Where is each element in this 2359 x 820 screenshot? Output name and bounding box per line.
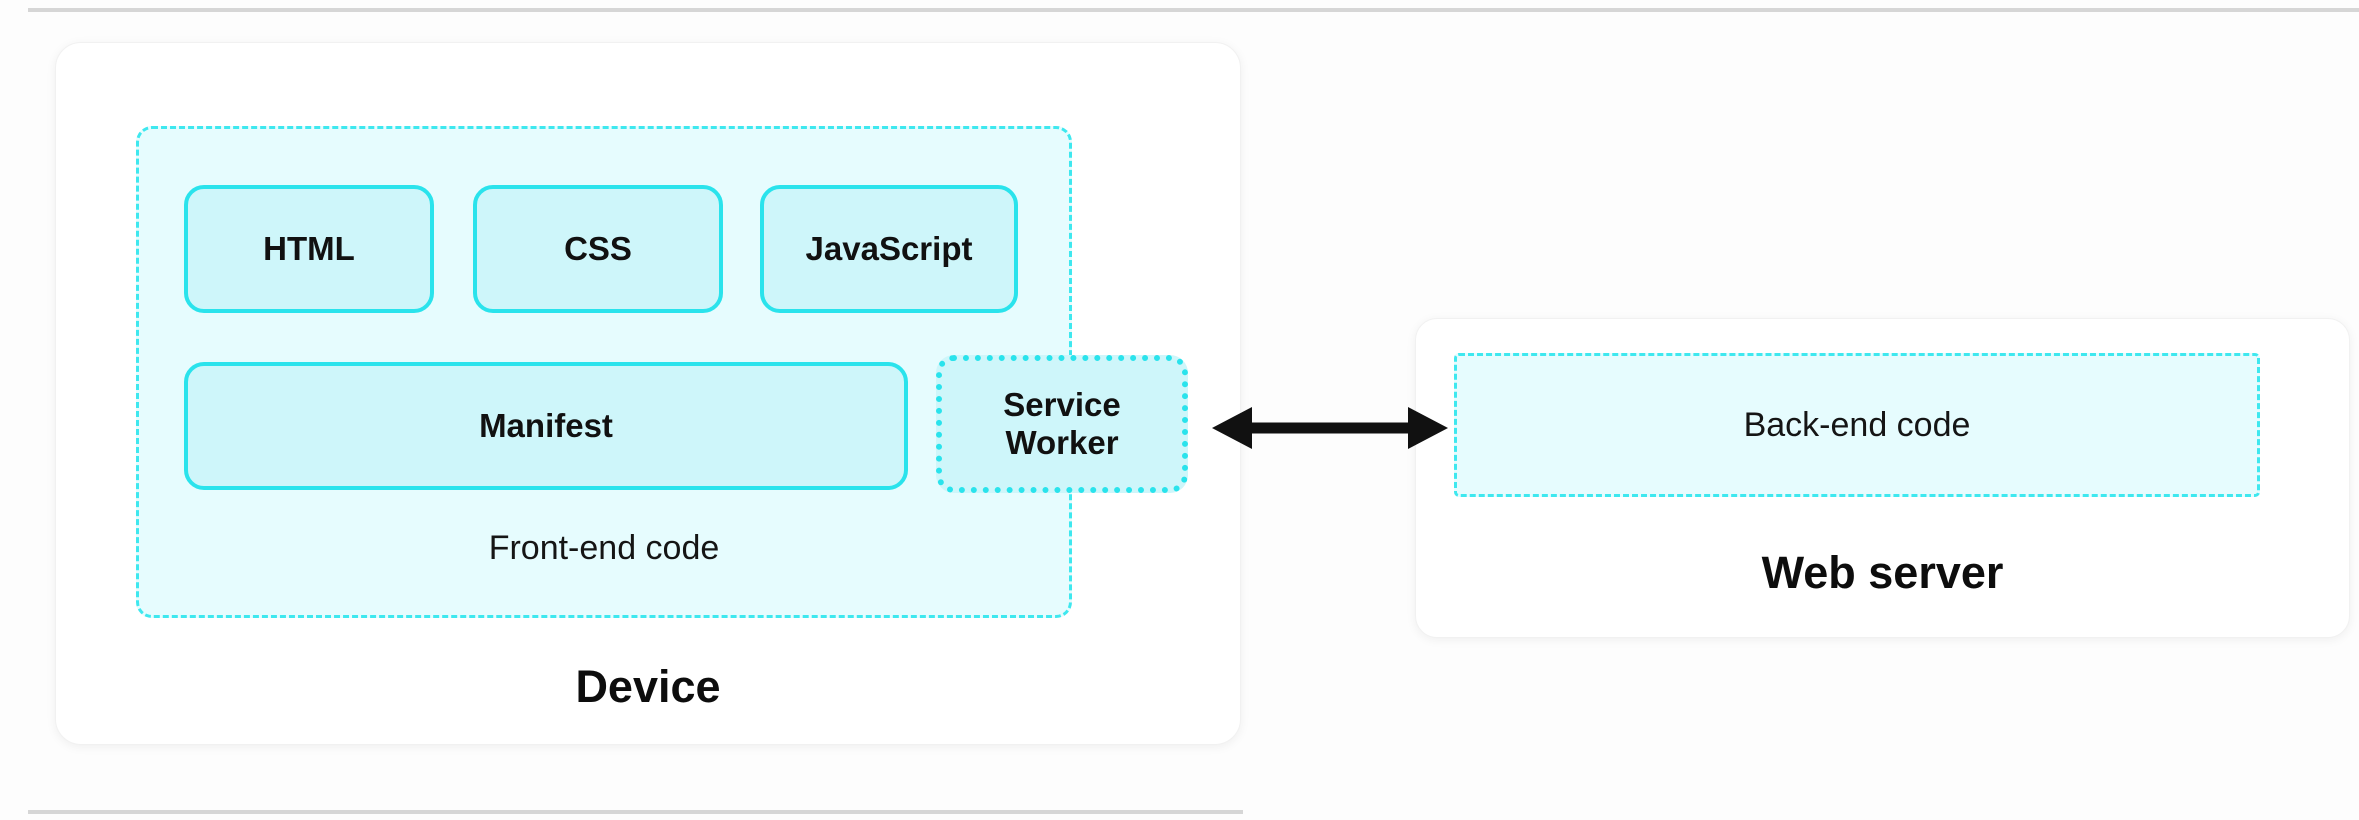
javascript-block-label: JavaScript xyxy=(805,230,973,268)
top-border-line xyxy=(28,8,2359,12)
javascript-block: JavaScript xyxy=(760,185,1018,313)
service-worker-block: Service Worker xyxy=(936,355,1188,493)
service-worker-block-label: Service Worker xyxy=(1003,386,1121,461)
backend-code-block: Back-end code xyxy=(1454,353,2260,497)
css-block: CSS xyxy=(473,185,723,313)
bottom-border-line xyxy=(28,810,1243,814)
manifest-block: Manifest xyxy=(184,362,908,490)
device-panel: HTML CSS JavaScript Manifest Front-end c… xyxy=(55,42,1241,745)
backend-code-label: Back-end code xyxy=(1743,405,1971,444)
device-server-connection xyxy=(1212,396,1448,460)
web-server-label: Web server xyxy=(1761,547,2004,598)
html-block-label: HTML xyxy=(263,230,355,268)
frontend-code-label: Front-end code xyxy=(488,529,720,567)
double-arrow-icon xyxy=(1212,407,1448,449)
css-block-label: CSS xyxy=(564,230,632,268)
frontend-code-group: HTML CSS JavaScript Manifest Front-end c… xyxy=(136,126,1072,618)
html-block: HTML xyxy=(184,185,434,313)
web-server-panel: Back-end code Web server xyxy=(1415,318,2350,638)
manifest-block-label: Manifest xyxy=(479,407,613,445)
device-label: Device xyxy=(575,661,721,712)
